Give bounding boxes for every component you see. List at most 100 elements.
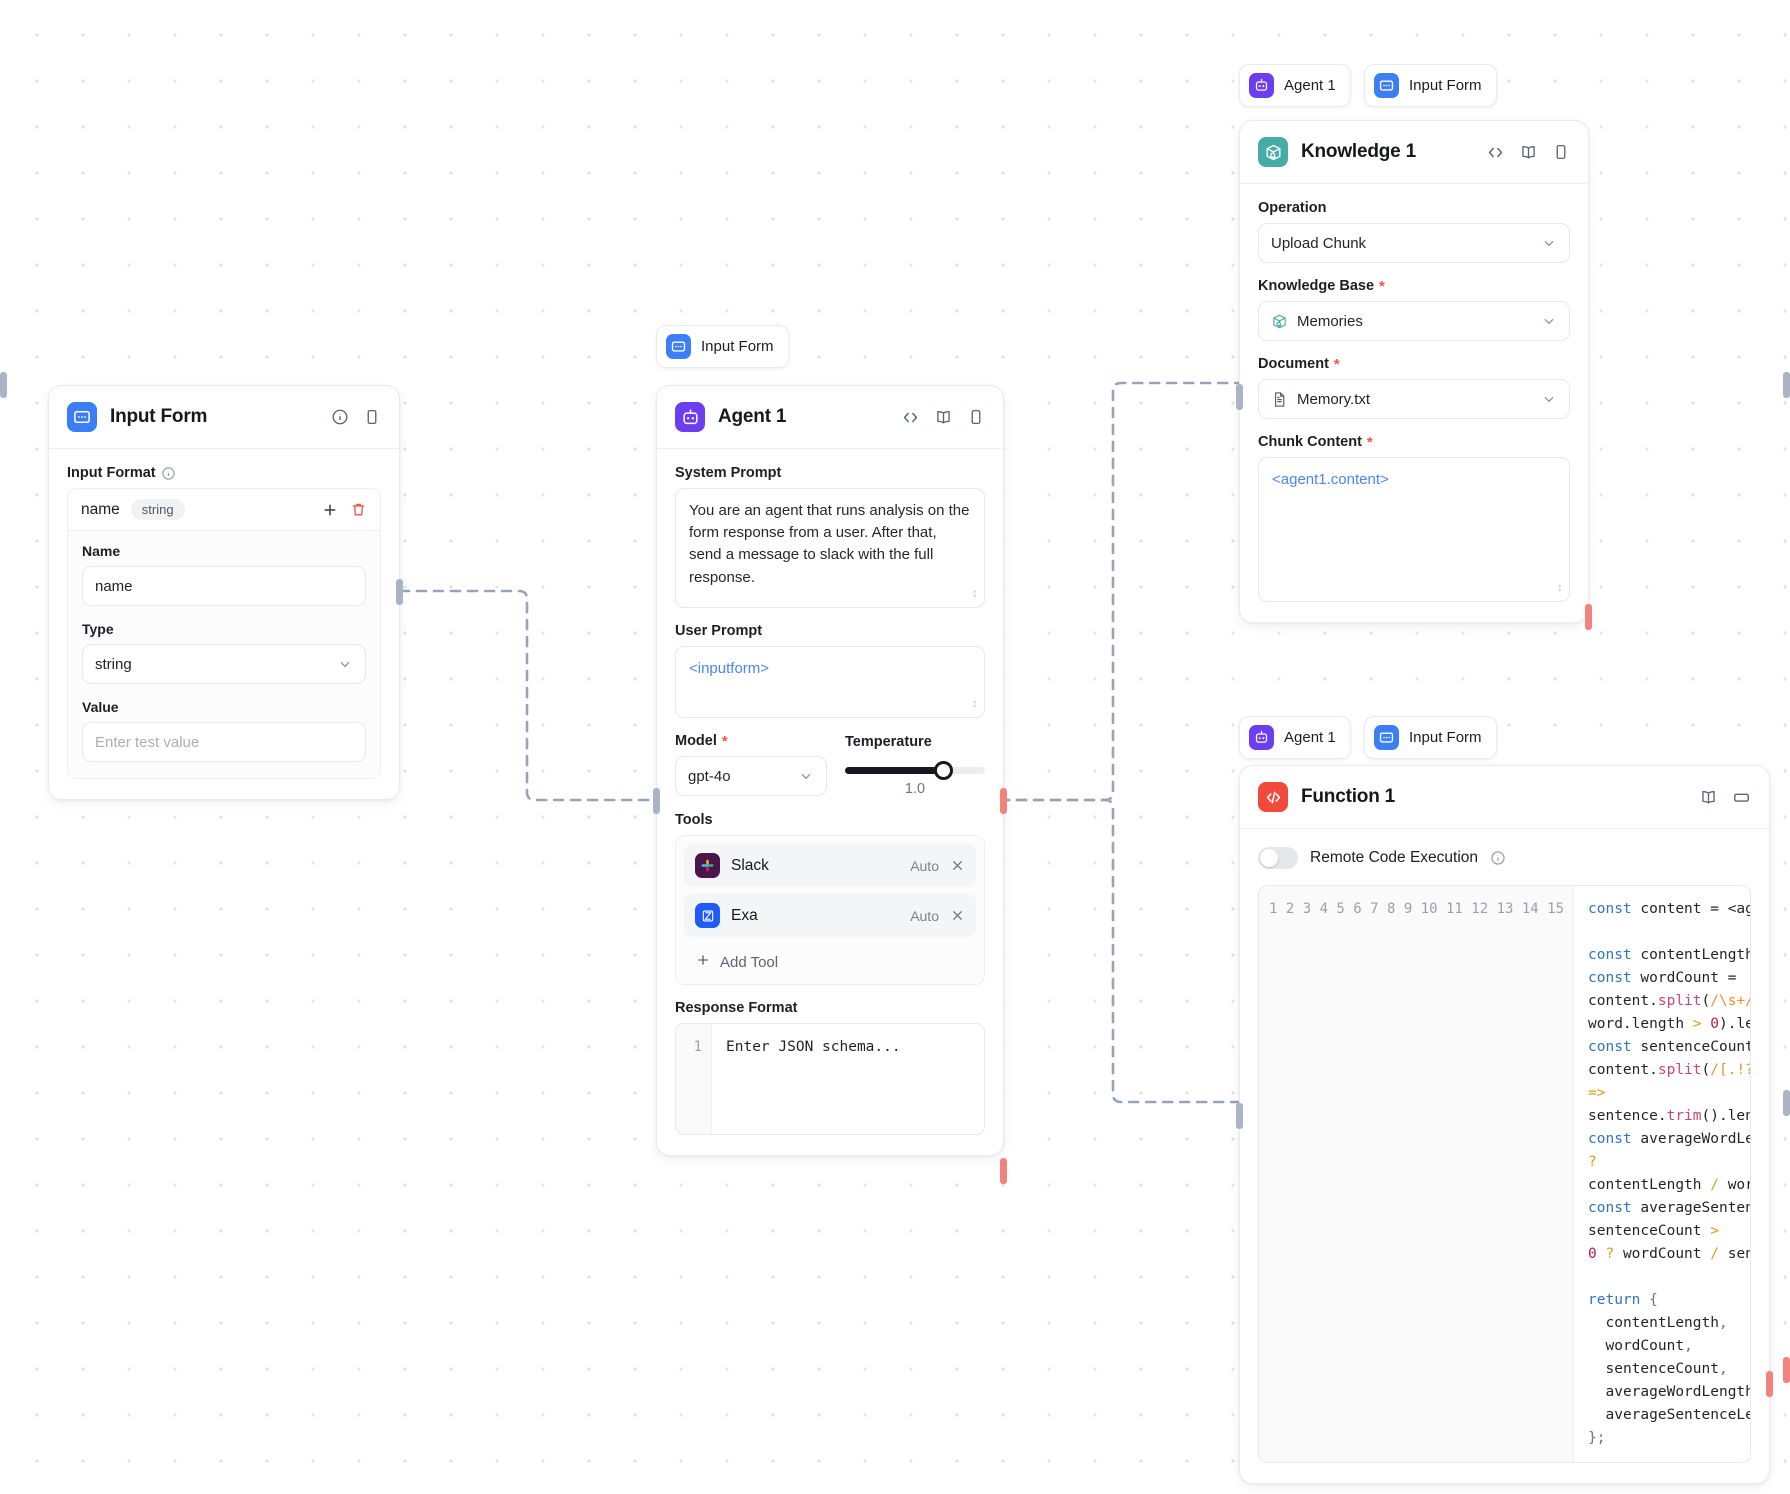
chip-label: Input Form [1409,77,1482,94]
code-brackets-icon[interactable] [1486,143,1505,162]
panel-portrait-icon[interactable] [1552,143,1570,161]
model-select-value: gpt-4o [688,767,731,785]
robot-icon [1249,725,1274,750]
node-title: Agent 1 [718,406,787,427]
book-icon[interactable] [1519,143,1538,162]
tool-item[interactable]: Slack Auto [684,844,976,887]
chip-label: Agent 1 [1284,77,1336,94]
temperature-label: Temperature [845,734,932,750]
robot-icon [675,402,705,432]
slider-thumb[interactable] [933,761,953,780]
operation-select[interactable]: Upload Chunk [1258,223,1570,263]
function-header: Function 1 [1240,766,1769,829]
edge-inputform-to-agent [398,589,658,802]
chevron-down-icon [337,656,353,672]
close-icon[interactable] [950,858,965,873]
remote-code-execution-toggle[interactable] [1258,847,1298,869]
delete-field-button[interactable] [350,501,367,518]
response-format-editor[interactable]: 1 Enter JSON schema... [675,1023,985,1135]
info-icon[interactable] [331,408,349,426]
output-port-agent-secondary[interactable] [1000,1158,1007,1184]
canvas-port-right-bottom[interactable] [1783,1357,1790,1383]
panel-portrait-icon[interactable] [967,408,985,426]
tool-mode[interactable]: Auto [910,857,939,874]
panel-portrait-icon[interactable] [363,408,381,426]
knowledge-base-value: Memories [1297,312,1363,330]
user-prompt-value: <inputform> [689,660,770,677]
model-temperature-row: Model* gpt-4o Temperature [675,733,985,797]
output-port-knowledge[interactable] [1585,604,1592,630]
chunk-content-value: <agent1.content> [1272,471,1389,488]
input-port-knowledge[interactable] [1236,384,1243,410]
tool-mode[interactable]: Auto [910,907,939,924]
tool-name: Exa [731,906,758,924]
document-select[interactable]: Memory.txt [1258,379,1570,419]
header-actions [901,408,985,427]
close-icon[interactable] [950,908,965,923]
function-code[interactable]: const content = <agent1.content>; const … [1588,901,1751,1446]
temperature-slider[interactable]: 1.0 [845,757,985,797]
name-input[interactable]: name [82,566,366,606]
chip-label: Input Form [1409,729,1482,746]
function-code-editor[interactable]: 1 2 3 4 5 6 7 8 9 10 11 12 13 14 15 cons… [1258,885,1751,1463]
input-format-label: Input Format [67,465,381,481]
canvas-port-right-mid[interactable] [1783,1090,1790,1116]
node-input-form[interactable]: Input Form Input Format [48,385,403,800]
add-tool-button[interactable]: Add Tool [684,944,976,976]
type-select[interactable]: string [82,644,366,684]
node-title: Knowledge 1 [1301,141,1416,162]
knowledge-box-icon [1258,137,1288,167]
chevron-down-icon [1541,391,1557,407]
tool-item[interactable]: Exa Auto [684,894,976,937]
header-actions [1486,143,1570,162]
add-field-button[interactable] [321,501,339,519]
document-value: Memory.txt [1297,390,1371,408]
system-prompt-textarea[interactable]: You are an agent that runs analysis on t… [675,488,985,608]
slider-fill [845,767,943,774]
chip-agent-1[interactable]: Agent 1 [1239,716,1351,759]
resize-handle-icon[interactable]: ↕ [972,586,978,601]
book-icon[interactable] [1699,788,1718,807]
resize-handle-icon[interactable]: ↕ [972,696,978,711]
response-format-label: Response Format [675,1000,798,1016]
input-form-header: Input Form [49,386,399,449]
remote-code-execution-row: Remote Code Execution [1258,845,1751,885]
output-port-agent[interactable] [1000,788,1007,814]
canvas-port-right-top[interactable] [1783,372,1790,398]
book-icon[interactable] [934,408,953,427]
value-input[interactable]: Enter test value [82,722,366,762]
function-body: Remote Code Execution 1 2 3 4 5 6 7 8 9 … [1240,829,1769,1483]
chip-input-form[interactable]: Input Form [656,325,789,368]
input-form-icon [1374,725,1399,750]
knowledge-base-select[interactable]: Memories [1258,301,1570,341]
header-actions [1699,788,1751,807]
type-label: Type [82,621,114,637]
chip-input-form[interactable]: Input Form [1364,64,1497,107]
input-port-agent[interactable] [653,788,660,814]
slider-track[interactable] [845,761,985,780]
panel-landscape-icon[interactable] [1732,788,1751,807]
output-port-function[interactable] [1766,1371,1773,1397]
resize-handle-icon[interactable]: ↕ [1557,580,1563,595]
code-brackets-icon[interactable] [901,408,920,427]
chunk-content-textarea[interactable]: <agent1.content> ↕ [1258,457,1570,602]
line-numbers: 1 2 3 4 5 6 7 8 9 10 11 12 13 14 15 [1259,886,1575,1462]
system-prompt-label: System Prompt [675,465,782,481]
node-function-1[interactable]: Function 1 Re [1236,765,1773,1484]
model-select[interactable]: gpt-4o [675,756,827,796]
output-port-input-form[interactable] [396,579,403,605]
node-knowledge-1[interactable]: Knowledge 1 [1236,120,1592,630]
chip-agent-1[interactable]: Agent 1 [1239,64,1351,107]
exa-icon [695,903,720,928]
add-tool-label: Add Tool [720,953,779,971]
user-prompt-textarea[interactable]: <inputform> ↕ [675,646,985,718]
chip-label: Input Form [701,338,774,355]
info-icon[interactable] [161,466,176,481]
info-icon[interactable] [1490,850,1506,866]
input-port-function[interactable] [1236,1103,1243,1129]
canvas-port-left-top[interactable] [0,372,7,398]
node-agent-1[interactable]: Agent 1 [653,385,1007,1184]
chip-input-form[interactable]: Input Form [1364,716,1497,759]
field-row[interactable]: name string [68,489,380,531]
